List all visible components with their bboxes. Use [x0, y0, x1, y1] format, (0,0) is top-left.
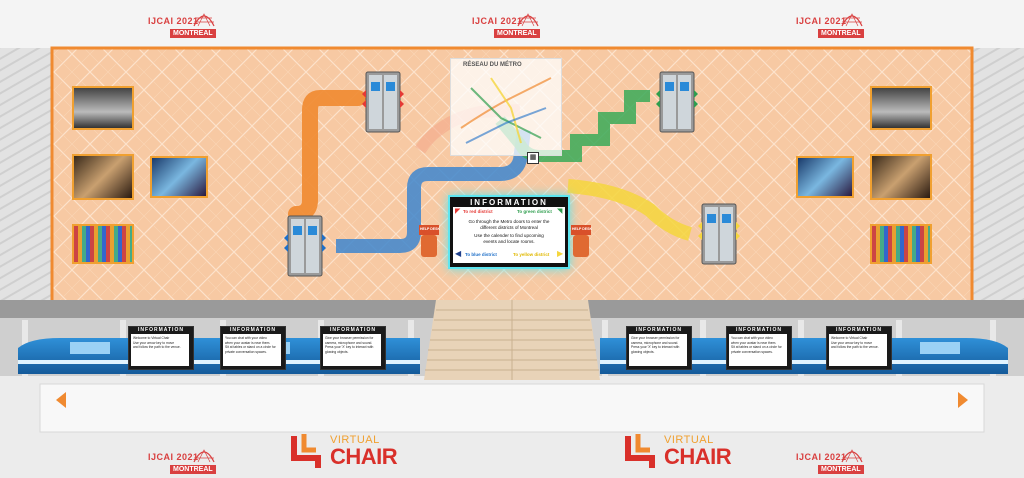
metro-photo[interactable] [72, 86, 134, 130]
to-green-label: To green district [517, 209, 552, 214]
chair-icon [291, 434, 321, 468]
metro-door-green[interactable] [654, 70, 700, 136]
stairs [424, 300, 600, 380]
platform-info-board[interactable]: INFORMATION You can chat with your video… [220, 326, 286, 370]
ijcai-logo: IJCAI 2021 MONTREAL [148, 10, 218, 40]
metro-map-lines [460, 77, 552, 144]
metro-door-yellow[interactable] [696, 202, 742, 268]
metro-photo[interactable] [72, 224, 134, 264]
metro-photo[interactable] [150, 156, 208, 198]
main-information-board[interactable]: INFORMATION ◤ To red district To green d… [448, 195, 570, 269]
ijcai-logo: IJCAI 2021 MONTREAL [796, 446, 866, 476]
calendar-icon[interactable]: ▦ [527, 152, 539, 164]
kiosk-icon [571, 225, 591, 257]
help-desk-kiosk[interactable]: HELP DESK [418, 224, 440, 258]
red-arrow-icon: ◤ [455, 208, 461, 215]
info-line-2: different districts of Montreal [480, 225, 538, 230]
info-line-1: Go through the Metro doors to enter the [468, 219, 550, 224]
platform-info-board[interactable]: INFORMATION Give your browser permission… [626, 326, 692, 370]
info-header: INFORMATION [470, 198, 548, 207]
platform-info-board[interactable]: INFORMATION Give your browser permission… [320, 326, 386, 370]
info-body: ◤ To red district To green district ◥ Go… [453, 207, 565, 263]
chair-icon [625, 434, 655, 468]
info-line-3: Use the calender to find upcoming [474, 233, 544, 238]
ijcai-logo: IJCAI 2021 MONTREAL [472, 10, 542, 40]
help-desk-kiosk[interactable]: HELP DESK [570, 224, 592, 258]
metro-photo[interactable] [870, 86, 932, 130]
virtual-chair-logo: VIRTUAL CHAIR [620, 432, 780, 472]
metro-photo[interactable] [796, 156, 854, 198]
metro-map-title: RÉSEAU DU MÉTRO [463, 62, 522, 68]
to-blue-label: To blue district [465, 252, 497, 257]
to-red-label: To red district [463, 209, 493, 214]
info-line-4: events and locate rooms. [483, 239, 535, 244]
ijcai-logo: IJCAI 2021 MONTREAL [796, 10, 866, 40]
metro-photo[interactable] [870, 154, 932, 200]
ijcai-logo: IJCAI 2021 MONTREAL [148, 446, 218, 476]
metro-photo[interactable] [870, 224, 932, 264]
blue-arrow-icon: ◀ [455, 249, 462, 258]
metro-map[interactable]: RÉSEAU DU MÉTRO [450, 58, 562, 156]
metro-door-red[interactable] [360, 70, 406, 136]
yellow-arrow-icon: ▶ [557, 249, 564, 258]
virtual-chair-logo: VIRTUAL CHAIR [286, 432, 446, 472]
to-yellow-label: To yellow district [513, 252, 550, 257]
metro-door-blue[interactable] [282, 214, 328, 280]
metro-photo[interactable] [72, 154, 134, 200]
green-arrow-icon: ◥ [557, 208, 563, 215]
platform-info-board[interactable]: INFORMATION You can chat with your video… [726, 326, 792, 370]
kiosk-icon [419, 225, 439, 257]
